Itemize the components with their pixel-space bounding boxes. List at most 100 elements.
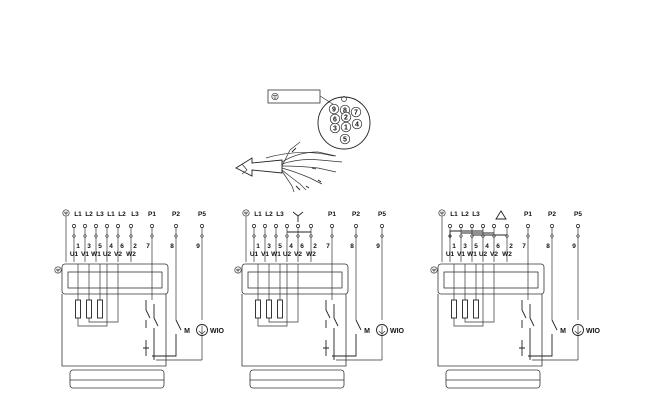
terminal-dot bbox=[83, 234, 87, 238]
pin-label: 9 bbox=[332, 107, 336, 114]
terminal-dot bbox=[200, 234, 204, 238]
aux-label: P5 bbox=[574, 211, 582, 218]
motor-body bbox=[241, 294, 347, 367]
aux-label: P2 bbox=[352, 211, 360, 218]
terminal-dot bbox=[72, 234, 76, 238]
earth-tag-box bbox=[267, 89, 321, 104]
winding-coil bbox=[255, 299, 261, 319]
sensor-icon bbox=[519, 340, 525, 356]
supply-label: L1 bbox=[107, 211, 115, 218]
earth-symbol-icon bbox=[271, 92, 279, 101]
winding-label: U2 bbox=[479, 251, 488, 258]
supply-label: L3 bbox=[472, 211, 480, 218]
star-symbol-icon bbox=[292, 211, 304, 222]
motor-switch bbox=[152, 319, 182, 357]
wire-number: 1 bbox=[256, 243, 260, 250]
motor-label: M bbox=[364, 328, 370, 335]
supply-label: L1 bbox=[74, 211, 82, 218]
wire-number: 3 bbox=[267, 243, 271, 250]
winding-label: W1 bbox=[467, 251, 477, 258]
supply-label: L2 bbox=[85, 211, 93, 218]
wire-number: 1 bbox=[452, 243, 456, 250]
wio-label: WIO bbox=[586, 328, 601, 335]
supply-label: L1 bbox=[450, 211, 458, 218]
aux-terminal bbox=[200, 224, 204, 228]
winding-coil bbox=[75, 299, 81, 319]
terminal-dot bbox=[459, 234, 463, 238]
earth-symbol-icon bbox=[430, 266, 438, 274]
wire-number: 3 bbox=[87, 243, 91, 250]
aux-wire-number: 7 bbox=[146, 243, 150, 250]
aux-wire-number: 9 bbox=[376, 243, 380, 250]
connector-detail: 9 8 1 2 3 4 5 6 7 bbox=[235, 89, 371, 193]
wire-number: 3 bbox=[463, 243, 467, 250]
coil-return bbox=[453, 264, 484, 327]
winding-terminal bbox=[296, 224, 300, 228]
supply-terminal bbox=[252, 224, 256, 228]
terminal-dot bbox=[94, 234, 98, 238]
motor-housing-top bbox=[241, 263, 349, 295]
pin-label: 6 bbox=[333, 117, 337, 124]
winding-label: V1 bbox=[81, 251, 89, 258]
winding-label: V2 bbox=[114, 251, 122, 258]
winding-label: U2 bbox=[103, 251, 112, 258]
wire-number: 6 bbox=[120, 243, 124, 250]
supply-terminal bbox=[263, 224, 267, 228]
sensor-icon bbox=[323, 340, 329, 356]
terminal-dot bbox=[380, 234, 384, 238]
coil-return bbox=[77, 264, 108, 327]
aux-label: P5 bbox=[378, 211, 386, 218]
aux-label: P1 bbox=[524, 211, 532, 218]
winding-label: V2 bbox=[490, 251, 498, 258]
supply-label: L2 bbox=[461, 211, 469, 218]
winding-label: W1 bbox=[91, 251, 101, 258]
wio-sensor-icon bbox=[376, 324, 388, 336]
motor-base bbox=[445, 369, 541, 389]
pin-label: 3 bbox=[333, 126, 337, 133]
coil-return bbox=[88, 264, 119, 323]
winding-label: U1 bbox=[446, 251, 455, 258]
wio-label: WIO bbox=[390, 328, 405, 335]
supply-terminal bbox=[116, 224, 120, 228]
terminal-dot bbox=[263, 234, 267, 238]
winding-label: W2 bbox=[306, 251, 316, 258]
aux-terminal bbox=[150, 224, 154, 228]
pin-label: 7 bbox=[354, 110, 358, 117]
winding-terminal bbox=[505, 224, 509, 228]
supply-terminal bbox=[83, 224, 87, 228]
delta-bridge bbox=[449, 230, 507, 238]
wire-number: 5 bbox=[278, 243, 282, 250]
motor-flange bbox=[67, 271, 163, 289]
terminal-dot bbox=[576, 234, 580, 238]
winding-terminal bbox=[309, 224, 313, 228]
motor-flange bbox=[247, 271, 343, 289]
aux-label: P2 bbox=[548, 211, 556, 218]
delta-symbol-icon bbox=[495, 210, 507, 220]
winding-label: W2 bbox=[502, 251, 512, 258]
wire-number: 5 bbox=[98, 243, 102, 250]
aux-wire-number: 8 bbox=[546, 243, 550, 250]
supply-terminal bbox=[129, 224, 133, 228]
wio-sensor-icon bbox=[196, 324, 208, 336]
motor-label: M bbox=[184, 328, 190, 335]
winding-coil bbox=[86, 299, 92, 319]
supply-label: L3 bbox=[131, 211, 139, 218]
supply-terminal bbox=[105, 224, 109, 228]
supply-label: L2 bbox=[118, 211, 126, 218]
aux-terminal bbox=[550, 224, 554, 228]
supply-label: L3 bbox=[96, 211, 104, 218]
terminal-dot bbox=[550, 234, 554, 238]
wire-number: 2 bbox=[313, 243, 317, 250]
earth-symbol-icon bbox=[234, 266, 242, 274]
winding-coil bbox=[97, 299, 103, 319]
terminal-dot bbox=[330, 234, 334, 238]
earth-symbol-icon bbox=[242, 209, 250, 217]
winding-coil bbox=[462, 299, 468, 319]
winding-terminal bbox=[481, 224, 485, 228]
aux-terminal bbox=[330, 224, 334, 228]
motor-switch bbox=[528, 319, 558, 357]
terminal-dot bbox=[526, 234, 530, 238]
terminal-dot bbox=[150, 234, 154, 238]
